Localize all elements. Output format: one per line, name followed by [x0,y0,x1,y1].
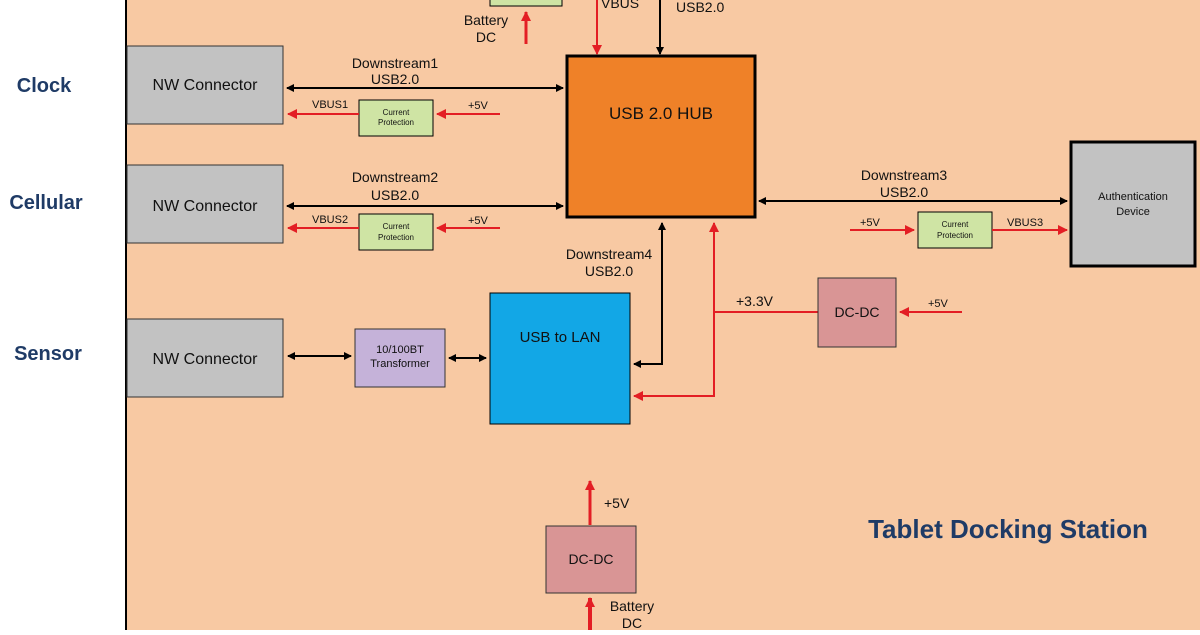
authentication-device [1069,140,1197,268]
current-protection-3 [917,211,993,249]
downstream1-label-2: USB2.0 [371,71,419,87]
current-protection-1-label-2: Protection [378,118,414,127]
p5v-label-4: +5V [928,298,949,310]
dcdc-bottom-label: DC-DC [568,551,613,567]
p5v-label-1: +5V [468,100,489,112]
top-battery-label-2: DC [476,29,496,45]
nw-connector-1-label: NW Connector [153,77,259,94]
downstream4-label-2: USB2.0 [585,263,633,279]
p5v-label-2: +5V [468,215,489,227]
nw-connector-1 [126,45,284,125]
current-protection-2 [358,213,434,251]
nw-connector-3 [126,318,284,398]
top-protection-box [489,0,563,7]
nw-connector-2-label: NW Connector [153,198,259,215]
usb-to-lan-box [489,292,631,425]
downstream3-label-2: USB2.0 [880,184,928,200]
vbus3-label: VBUS3 [1007,217,1043,229]
transformer-box [354,328,446,388]
nw-connector-3-label: NW Connector [153,351,259,368]
downstream4-link [633,222,666,368]
diagram-title: Tablet Docking Station [868,514,1148,544]
downstream2-label-2: USB2.0 [371,187,419,203]
current-protection-2-label-1: Current [383,222,410,231]
transformer-label-2: Transformer [370,358,430,370]
vbus2-label: VBUS2 [312,214,348,226]
dcdc-box-bottom [545,525,637,594]
usb-to-lan-label: USB to LAN [520,329,601,346]
downstream2-label-1: Downstream2 [352,169,439,185]
dcdc-box-right [817,277,897,348]
p33v-to-lan [633,312,715,401]
dcdc-right-label: DC-DC [834,304,879,320]
downstream3-label-1: Downstream3 [861,167,948,183]
current-protection-1-label-1: Current [383,108,410,117]
p33v-label: +3.3V [736,293,774,309]
current-protection-3-label-1: Current [942,220,969,229]
bottom-battery-label-1: Battery [610,598,654,614]
vbus-upstream-label: VBUS [601,0,639,11]
p5v-label-3: +5V [860,217,881,229]
row-label-sensor: Sensor [14,343,82,365]
p5v-output-label: +5V [604,495,630,511]
transformer-label-1: 10/100BT [376,344,424,356]
authentication-device-label-1: Authentication [1098,191,1168,203]
bottom-battery-label-2: DC [622,615,642,630]
vbus1-label: VBUS1 [312,99,348,111]
current-protection-2-label-2: Protection [378,233,414,242]
authentication-device-label-2: Device [1116,206,1150,218]
current-protection-3-label-2: Protection [937,231,973,240]
top-battery-label-1: Battery [464,12,508,28]
current-protection-1 [358,99,434,137]
usb-hub-box [565,54,757,219]
usb-hub-label: USB 2.0 HUB [609,104,713,123]
usb-upstream-label: USB2.0 [676,0,724,15]
row-label-clock: Clock [17,75,72,97]
downstream1-label-1: Downstream1 [352,55,439,71]
nw-connector-2 [126,164,284,244]
downstream4-label-1: Downstream4 [566,246,653,262]
row-label-cellular: Cellular [9,192,83,214]
